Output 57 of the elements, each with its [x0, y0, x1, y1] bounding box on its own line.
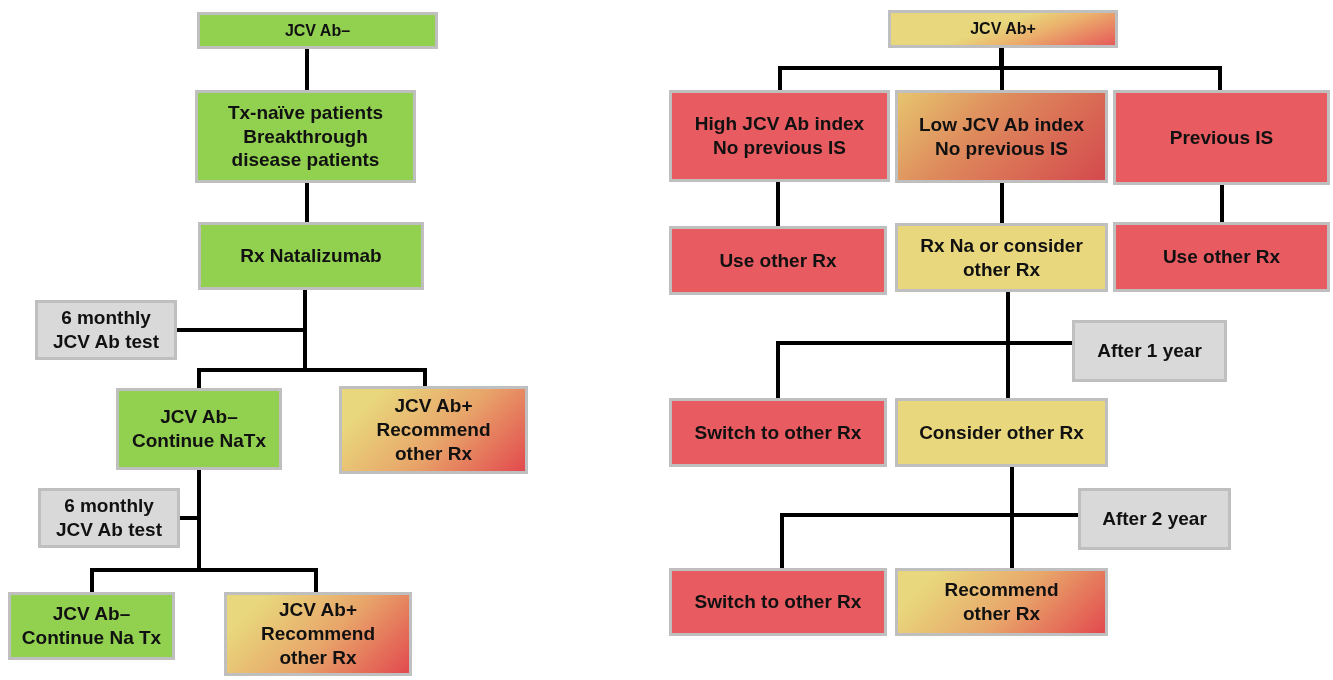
connector-line [305, 181, 309, 224]
box-label: JCV Ab+ [394, 394, 473, 419]
box-label: Recommend other Rx [943, 578, 1060, 626]
process-box [198, 222, 424, 290]
process-box [339, 386, 528, 474]
note-box [1072, 320, 1227, 382]
process-box [195, 90, 416, 183]
box-label: Breakthrough disease patients [230, 124, 381, 173]
box-label: High JCV Ab index [694, 112, 865, 136]
box-label: JCV Ab– [160, 405, 238, 429]
connector-line [1220, 183, 1224, 224]
connector-line [305, 47, 309, 92]
note-box [1078, 488, 1231, 550]
box-label: Use other Rx [1162, 245, 1281, 269]
box-label: Switch to other Rx [694, 590, 862, 614]
box-label: JCV Ab+ [970, 19, 1036, 39]
box-label: Recommend other Rx [375, 418, 492, 466]
process-box [669, 90, 890, 182]
box-label: Previous IS [1169, 125, 1274, 150]
connector-line [1000, 46, 1004, 92]
process-box [669, 398, 887, 467]
box-label: Low JCV Ab index [918, 112, 1084, 137]
note-box [35, 300, 177, 360]
box-label: Consider other Rx [919, 420, 1084, 445]
box-label: No previous IS [713, 136, 846, 160]
note-box [38, 488, 180, 548]
box-label: After 2 year [1102, 507, 1207, 531]
process-box [895, 568, 1108, 636]
box-label: No previous IS [935, 136, 1068, 161]
box-label: JCV Ab+ [279, 598, 357, 623]
box-label: 6 monthly JCV Ab test [55, 494, 163, 542]
box-label: JCV Ab– [284, 20, 351, 41]
box-label: Use other Rx [719, 248, 837, 273]
box-label: Continue NaTx [131, 429, 267, 453]
box-label: Rx Natalizumab [240, 244, 382, 268]
process-box [669, 226, 887, 295]
process-box [224, 592, 412, 676]
process-box [895, 223, 1108, 292]
process-box [669, 568, 887, 636]
box-label: After 1 year [1097, 339, 1202, 363]
box-label: Continue Na Tx [21, 626, 162, 650]
box-label: 6 monthly JCV Ab test [52, 306, 160, 354]
process-box [1113, 222, 1330, 292]
box-label: Recommend other Rx [260, 622, 376, 670]
process-box [116, 388, 282, 470]
connector-line [776, 180, 780, 228]
box-label: Tx-naïve patients [227, 100, 384, 125]
box-label: Rx Na or consider other Rx [919, 233, 1084, 282]
process-box [895, 398, 1108, 467]
box-label: JCV Ab– [52, 602, 131, 626]
process-box [895, 90, 1108, 183]
process-box [888, 10, 1118, 48]
process-box [1113, 90, 1330, 185]
box-label: Switch to other Rx [694, 420, 862, 445]
process-box [197, 12, 438, 49]
connector-line [1000, 181, 1004, 225]
process-box [8, 592, 175, 660]
